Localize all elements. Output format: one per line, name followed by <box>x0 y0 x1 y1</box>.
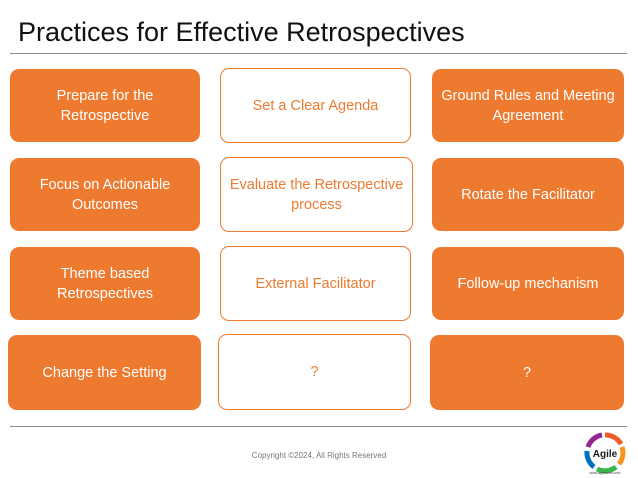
card-setting: Change the Setting <box>8 335 201 410</box>
title-divider <box>10 53 627 54</box>
card-prepare: Prepare for the Retrospective <box>10 69 200 142</box>
card-agenda: Set a Clear Agenda <box>220 68 411 143</box>
card-followup: Follow-up mechanism <box>432 247 624 320</box>
card-external: External Facilitator <box>220 246 411 321</box>
card-rotate: Rotate the Facilitator <box>432 158 624 231</box>
card-unknown-2: ? <box>430 335 624 410</box>
slide-title: Practices for Effective Retrospectives <box>18 17 465 47</box>
card-ground-rules: Ground Rules and Meeting Agreement <box>432 69 624 142</box>
card-unknown-1: ? <box>218 334 411 410</box>
card-evaluate: Evaluate the Retrospective process <box>220 157 413 232</box>
logo-word: Agile <box>593 449 618 460</box>
footer-divider <box>10 426 627 427</box>
copyright-text: Copyright ©2024, All Rights Reserved <box>251 451 387 460</box>
logo-website: www.agilewow.com <box>590 471 621 475</box>
card-theme: Theme based Retrospectives <box>10 247 200 320</box>
agile-logo-icon: Agile www.agilewow.com <box>584 432 626 475</box>
card-actionable: Focus on Actionable Outcomes <box>10 158 200 231</box>
